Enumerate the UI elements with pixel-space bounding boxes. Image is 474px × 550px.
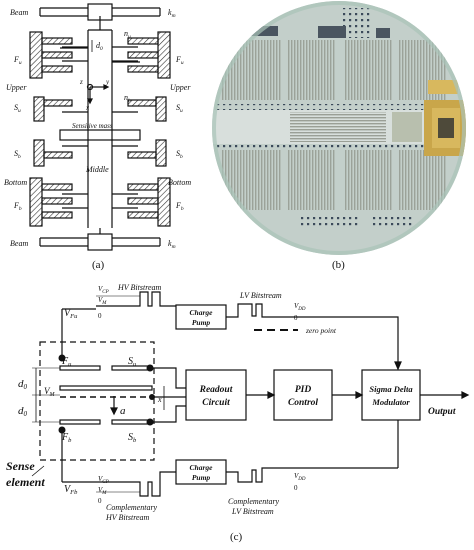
beam-bottom-label: Beam <box>10 239 28 248</box>
Sb-label: Sb <box>128 432 137 444</box>
upper-left-label: Upper <box>6 83 27 92</box>
km-top-label: km <box>168 8 176 19</box>
axes-icon <box>86 83 110 105</box>
vfu-label: VFu <box>64 308 78 320</box>
d0-label: d0 <box>96 41 103 52</box>
charge-pump-bottom-line1: Charge <box>190 463 214 472</box>
comp-hv-line1: Complementary <box>106 503 158 512</box>
d0-upper-label: d0 <box>18 378 28 391</box>
middle-label: Middle <box>85 165 109 174</box>
nb-label: nb <box>124 93 131 104</box>
zero-bottom-right-label: 0 <box>294 484 298 492</box>
comb-Fu <box>29 31 171 79</box>
panel-a-labels: Beam km d0 nu Fu Fu Upper Upper y z x nb… <box>4 8 191 250</box>
nu-label: nu <box>124 29 131 40</box>
readout-line1: Readout <box>199 385 233 395</box>
wafer-photo <box>212 1 466 255</box>
vdd-bottom-label: VDD <box>294 472 306 482</box>
axis-y-label: y <box>105 78 110 86</box>
vcp-top-label: VCP <box>98 285 109 295</box>
comp-lv-line1: Complementary <box>228 497 280 506</box>
readout-line2: Circuit <box>202 398 230 408</box>
caption-b: (b) <box>332 259 345 271</box>
acceleration-label: a <box>120 405 126 417</box>
zero-point-label: zero point <box>305 326 337 335</box>
lv-bitstream-label: LV Bitstream <box>239 291 282 300</box>
x-label: x <box>157 395 162 404</box>
comb-Fb <box>29 177 171 227</box>
bottom-left-label: Bottom <box>4 178 27 187</box>
comb-Su <box>33 96 167 122</box>
VM-label: VM <box>44 386 56 398</box>
Fu-left-label: Fu <box>13 55 22 66</box>
Fu-right-label: Fu <box>175 55 184 66</box>
sigma-delta-line2: Modulator <box>371 397 410 407</box>
Fb-right-label: Fb <box>175 201 184 212</box>
vfb-label: VFb <box>64 484 78 496</box>
sensitive-mass-label: Sensitive mass <box>72 122 113 130</box>
hv-bitstream-label: HV Bitstream <box>117 283 162 292</box>
d0-lower-label: d0 <box>18 405 28 418</box>
comp-hv-line2: HV Bitstream <box>105 513 150 522</box>
panel-c-labels: VCP VM 0 HV Bitstream VFu Charge Pump LV… <box>6 283 456 522</box>
comb-Sb <box>33 139 167 167</box>
sense-element-line1: Sense <box>6 459 35 473</box>
vdd-top-label: VDD <box>294 302 306 312</box>
panel-a <box>29 3 171 251</box>
panel-c-lines <box>31 291 470 497</box>
output-label: Output <box>428 407 456 417</box>
zero-bottom-left-label: 0 <box>98 497 102 505</box>
charge-pump-top-line2: Pump <box>192 318 211 327</box>
caption-a: (a) <box>92 259 105 271</box>
Su-right-label: Su <box>176 103 183 114</box>
caption-c: (c) <box>230 531 243 543</box>
charge-pump-top-line1: Charge <box>190 308 214 317</box>
node-dots <box>58 354 155 434</box>
Fb-left-label: Fb <box>13 201 22 212</box>
Su-left-label: Su <box>14 103 21 114</box>
beam-top-label: Beam <box>10 8 28 17</box>
Fb-label: Fb <box>61 432 72 444</box>
pid-line2: Control <box>288 398 318 408</box>
vcp-bottom-label: VCP <box>98 475 109 485</box>
axis-z-label: z <box>79 78 83 86</box>
sigma-delta-line1: Sigma Delta <box>369 384 413 394</box>
bottom-beam <box>39 228 161 251</box>
sense-element-line2: element <box>6 475 45 489</box>
pid-line1: PID <box>295 385 312 395</box>
Su-label: Su <box>128 356 137 368</box>
top-beam <box>39 3 161 30</box>
zero-top-right-label: 0 <box>294 314 298 322</box>
Sb-right-label: Sb <box>176 149 183 160</box>
vm-bottom-label: VM <box>98 486 107 496</box>
upper-right-label: Upper <box>170 83 191 92</box>
vm-top-label: VM <box>98 296 107 306</box>
charge-pump-bottom-line2: Pump <box>192 473 211 482</box>
comp-lv-line2: LV Bitstream <box>231 507 274 516</box>
Fu-label: Fu <box>61 356 72 368</box>
Sb-left-label: Sb <box>14 149 21 160</box>
axis-x-label: x <box>85 104 90 112</box>
zero-top-left-label: 0 <box>98 312 102 320</box>
km-bottom-label: km <box>168 239 176 250</box>
bottom-right-label: Bottom <box>168 178 191 187</box>
